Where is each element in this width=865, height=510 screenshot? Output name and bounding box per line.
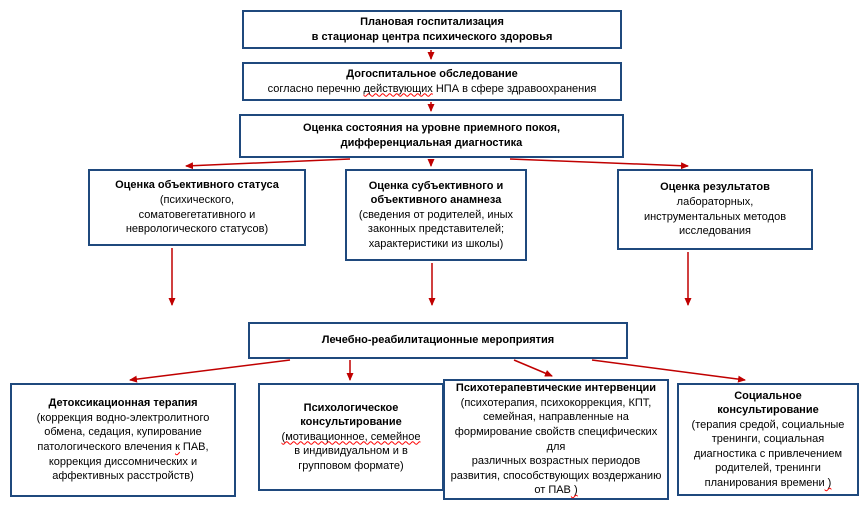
node-planned-hospitalization: Плановая госпитализация в стационар цент… xyxy=(242,10,622,49)
node-body: (мотивационное, семейное в индивидуально… xyxy=(282,430,421,474)
node-admission-assessment: Оценка состояния на уровне приемного пок… xyxy=(239,114,624,158)
arrows-group xyxy=(129,50,746,383)
node-body: (терапия средой, социальные тренинги, со… xyxy=(692,418,845,491)
body-text-post: в индивидуальном и в групповом формате) xyxy=(294,445,408,472)
node-body: (коррекция водно-электролитного обмена, … xyxy=(37,411,210,484)
body-text-pre: (коррекция водно-электролитного обмена, … xyxy=(36,411,210,453)
body-text-misspelled: к xyxy=(175,441,180,453)
subtitle-text-misspelled: действующих xyxy=(363,82,433,95)
body-text-misspelled: ) xyxy=(570,484,578,497)
subtitle-text-pre: согласно перечню xyxy=(267,82,364,95)
node-prehospital-examination: Догоспитальное обследование согласно пер… xyxy=(242,62,622,101)
node-title: Плановая госпитализация в стационар цент… xyxy=(311,15,553,43)
body-text-misspelled: ) xyxy=(824,476,832,489)
node-objective-status: Оценка объективного статуса (психическог… xyxy=(88,169,306,246)
arrow-rehab-to-social xyxy=(591,359,746,383)
subtitle-text-post: НПА в сфере здравоохранения xyxy=(432,82,597,95)
node-title: Оценка объективного статуса xyxy=(115,179,279,192)
node-title: Лечебно-реабилитационные мероприятия xyxy=(321,334,555,347)
node-title: Догоспитальное обследование xyxy=(346,67,518,80)
body-text-misspelled: (мотивационное, семейное xyxy=(281,430,421,443)
node-lab-results: Оценка результатов лабораторных, инструм… xyxy=(617,169,813,250)
node-rehab-measures: Лечебно-реабилитационные мероприятия xyxy=(248,322,628,359)
node-psychotherapy-interventions: Психотерапевтические интервенции (психот… xyxy=(443,379,669,500)
node-anamnesis: Оценка субъективного и объективного анам… xyxy=(345,169,527,261)
arrow-rehab-to-detox xyxy=(129,359,291,383)
node-title: Социальное консультирование xyxy=(717,389,819,417)
node-title: Оценка результатов xyxy=(660,181,770,194)
node-title: Детоксикационная терапия xyxy=(48,397,198,410)
body-text-pre: (психотерапия, психокоррекция, КПТ, семе… xyxy=(450,396,662,497)
body-text-post: ПАВ, коррекция диссомнических и аффектив… xyxy=(48,441,209,483)
node-detox-therapy: Детоксикационная терапия (коррекция водн… xyxy=(10,383,236,497)
body-text-pre: (терапия средой, социальные тренинги, со… xyxy=(691,418,845,489)
node-title: Психотерапевтические интервенции xyxy=(455,382,657,395)
node-title: Оценка состояния на уровне приемного пок… xyxy=(302,122,561,149)
node-body: лабораторных, инструментальных методов и… xyxy=(643,195,787,238)
node-title: Психологическое консультирование xyxy=(300,401,402,429)
node-body: (сведения от родителей, иных законных пр… xyxy=(358,208,514,250)
node-body: (психотерапия, психокоррекция, КПТ, семе… xyxy=(450,396,662,498)
arrow-rehab-to-psychotherapy xyxy=(513,359,553,377)
node-subtitle: согласно перечню действующих НПА в сфере… xyxy=(268,82,597,97)
node-social-counseling: Социальное консультирование (терапия сре… xyxy=(677,383,859,496)
node-title: Оценка субъективного и объективного анам… xyxy=(368,179,504,207)
arrow-admission-to-lab-results xyxy=(509,158,689,170)
node-psych-counseling: Психологическое консультирование (мотива… xyxy=(258,383,444,491)
arrow-admission-to-objective-status xyxy=(185,158,351,170)
node-body: (психического, соматовегетативного и нев… xyxy=(125,193,269,236)
